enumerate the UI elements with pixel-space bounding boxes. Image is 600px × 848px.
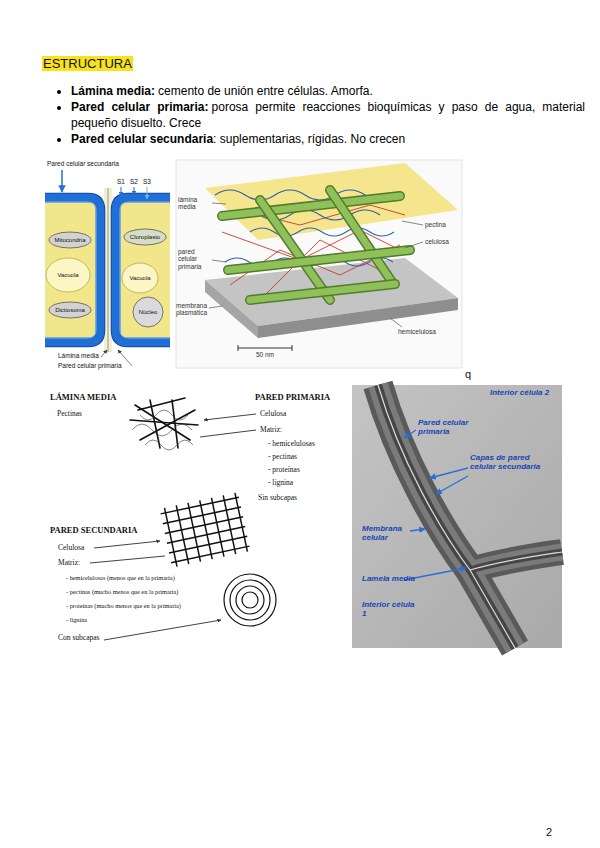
bullet-item: Pared celular secundaria: suplementarias… [71,131,585,147]
figure-label: Pared celular primaria [58,362,122,369]
figure-label: Matriz: [260,426,282,435]
figure-label: S1 [117,178,125,185]
figure-label: Pared celular secundaria [47,160,119,167]
bullet-term: Pared celular primaria: [71,100,209,114]
figure-label: Pared celular primaria [418,418,482,436]
figure-label: - proteínas [268,466,300,475]
figure-label: Mitocondria [54,237,85,244]
bullet-text: cemento de unión entre células. Amorfa. [158,84,373,98]
figure-label: Matriz: [58,559,80,568]
figure-label: Dictiosoma [55,307,85,314]
figure-label: - pectinas (mucho menos que en la primar… [66,588,178,595]
figure-label: lámina media [178,196,208,211]
bullet-item: Pared celular primaria:porosa permite re… [71,99,585,131]
figure-label: S2 [130,178,138,185]
figure-label: Membrana celular [362,524,418,542]
heading: ESTRUCTURA [42,56,133,71]
figure-label: Vacuola [129,275,150,282]
figure-label: 50 nm [256,351,274,358]
figure-label: - proteínas (mucho menos que en la prima… [66,602,181,609]
figure-label: Celulosa [260,410,286,419]
figure-label: - hemicelulosas [268,440,315,449]
figure-label: Interior célula 1 [362,600,418,618]
figure-label: Interior célula 2 [490,388,552,397]
figure-label: - lignina [268,479,293,488]
micrograph [352,385,562,648]
figure-label: S3 [143,178,151,185]
figure-label: LÁMINA MEDIA [50,393,116,403]
cell-illustration [45,170,170,366]
figure-label: PARED SECUNDARIA [50,526,137,536]
bullet-list: Lámina media:cemento de unión entre célu… [45,83,585,147]
figure-label: pectina [425,221,446,228]
figure-label: Vacuola [57,272,78,279]
figure-label: Pectinas [57,410,82,419]
figure-label: - pectinas [268,453,297,462]
figure-label: Núcleo [139,309,158,316]
page-number: 2 [546,826,552,839]
figure-label: - hemicelulosas (menos que en la primari… [66,574,175,581]
figure-label: celulosa [425,238,449,245]
figure-label: Cloroplasto [130,234,160,241]
wall-3d-illustration [176,160,462,368]
figure-label: Celulosa [58,544,84,553]
bullet-term: Lámina media: [71,84,155,98]
bullet-term: Pared celular secundaria [71,132,213,146]
figure-label: Con subcapas [58,634,99,643]
figure-label: - lignina [66,616,87,623]
bullet-item: Lámina media:cemento de unión entre célu… [71,83,585,99]
figure-label: q [465,368,471,381]
layer-schematic [45,386,350,648]
figure-label: Capas de pared celular secundaria [470,453,542,471]
figure-label: membrana plasmática [176,302,208,317]
figure-label: Lámina media [58,352,99,359]
bullet-text: : suplementarias, rígidas. No crecen [213,132,405,146]
figure-label: Sin subcapas [258,494,297,503]
figure-label: hemicelulosa [398,328,436,335]
figure-label: PARED PRIMARIA [255,393,330,403]
figure-label: Lamela media [362,574,418,583]
figure-label: pared celular primaria [178,248,212,270]
